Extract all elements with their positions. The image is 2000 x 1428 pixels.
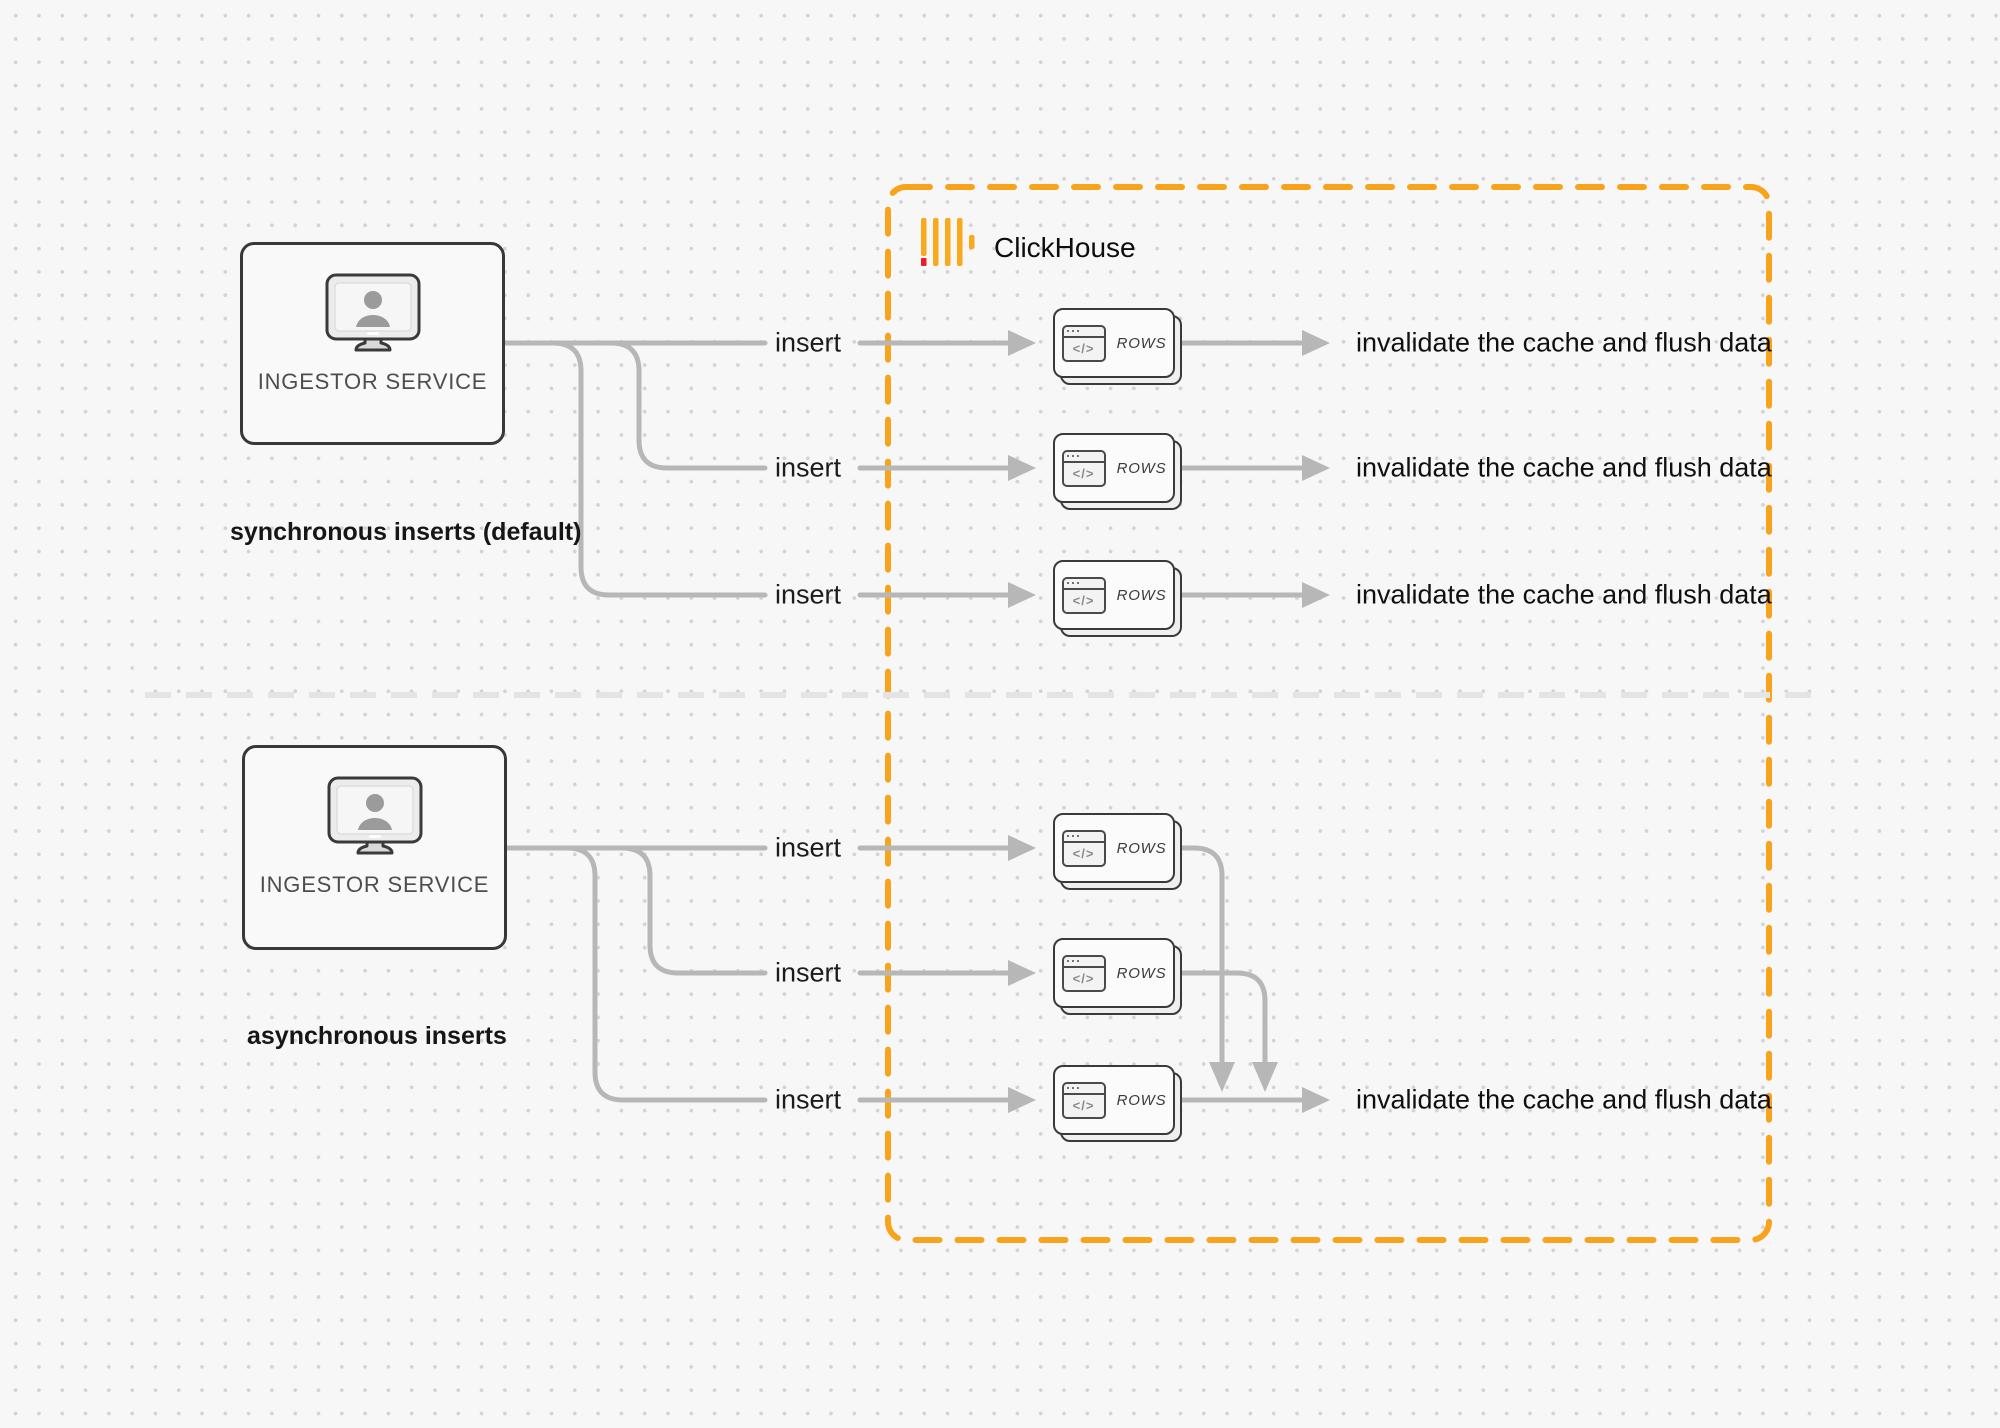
service-label: INGESTOR SERVICE [257,369,488,394]
async-caption: asynchronous inserts [247,1022,507,1050]
code-window-icon: </> [1061,829,1106,867]
rows-card-front: </> ROWS [1053,813,1175,883]
rows-label: ROWS [1116,964,1167,982]
insert-label: insert [774,452,842,483]
service-label: INGESTOR SERVICE [259,872,490,897]
invalidate-label: invalidate the cache and flush data [1356,1084,1772,1115]
insert-label: insert [774,579,842,610]
sync-caption: synchronous inserts (default) [230,518,582,546]
rows-card: </> ROWS [1053,938,1182,1015]
monitor-user-icon [325,273,420,352]
code-window-icon: </> [1061,324,1106,362]
clickhouse-title: ClickHouse [994,232,1136,263]
clickhouse-logo-icon [921,218,975,266]
insert-label: insert [774,832,842,863]
insert-label: insert [774,957,842,988]
invalidate-label: invalidate the cache and flush data [1356,452,1772,483]
code-window-icon: </> [1061,576,1106,614]
rows-label: ROWS [1116,586,1167,604]
rows-card: </> ROWS [1053,1065,1182,1142]
rows-label: ROWS [1116,459,1167,477]
rows-card: </> ROWS [1053,308,1182,385]
gray-connectors [502,340,1305,1103]
rows-card-front: </> ROWS [1053,308,1175,378]
invalidate-label: invalidate the cache and flush data [1356,579,1772,610]
rows-label: ROWS [1116,1091,1167,1109]
code-window-icon: </> [1061,449,1106,487]
insert-label: insert [774,327,842,358]
clickhouse-container-border [885,184,1772,1243]
rows-label: ROWS [1116,334,1167,352]
insert-label: insert [774,1084,842,1115]
code-window-icon: </> [1061,954,1106,992]
rows-card-front: </> ROWS [1053,1065,1175,1135]
monitor-user-icon [327,776,422,855]
invalidate-label: invalidate the cache and flush data [1356,327,1772,358]
rows-card: </> ROWS [1053,813,1182,890]
rows-card-front: </> ROWS [1053,938,1175,1008]
code-window-icon: </> [1061,1081,1106,1119]
ingestor-service-box-async: INGESTOR SERVICE [242,745,507,950]
rows-card: </> ROWS [1053,433,1182,510]
rows-card-front: </> ROWS [1053,560,1175,630]
arrow-heads [1008,330,1330,1113]
rows-card: </> ROWS [1053,560,1182,637]
rows-label: ROWS [1116,839,1167,857]
ingestor-service-box-sync: INGESTOR SERVICE [240,242,505,445]
rows-card-front: </> ROWS [1053,433,1175,503]
